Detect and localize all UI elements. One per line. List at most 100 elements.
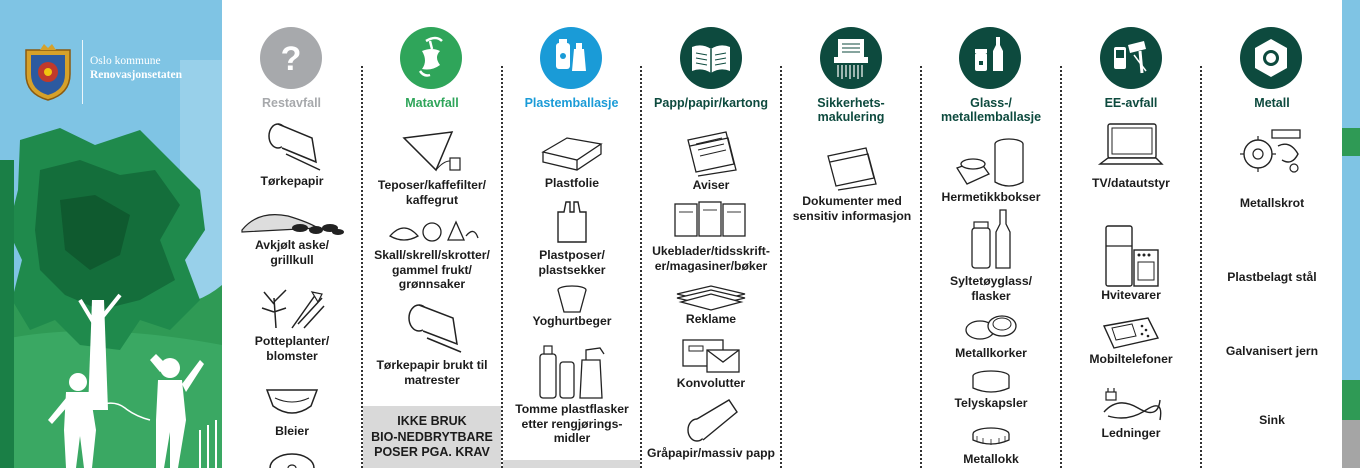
mobile-phone-icon xyxy=(1102,317,1160,349)
item-label: Telyskapsler xyxy=(954,396,1028,410)
logo-text: Oslo kommune Renovasjonsetaten xyxy=(90,54,182,82)
list-item: Tomme plastflasker etter rengjørings- mi… xyxy=(507,340,637,446)
column-sikkerhetsmakulering: Sikkerhets- makulering Dokumenter med se… xyxy=(782,0,920,468)
list-item: Bleier xyxy=(232,384,352,439)
diaper-icon xyxy=(265,389,319,414)
list-item: Mobiltelefoner xyxy=(1066,314,1196,367)
tree-scenery-illustration xyxy=(0,0,222,468)
oslo-kommune-logo: Oslo kommune Renovasjonsetaten xyxy=(22,40,217,106)
left-scenery-panel: Oslo kommune Renovasjonsetaten xyxy=(0,0,222,468)
column-separator xyxy=(920,66,922,468)
column-title: Papp/papir/kartong xyxy=(654,96,768,110)
list-item: Galvanisert jern xyxy=(1206,344,1338,359)
item-label: Gråpapir/massiv papp xyxy=(646,446,776,460)
list-item: Hermetikkbokser xyxy=(926,134,1056,205)
column-title: Restavfall xyxy=(261,96,322,110)
column-restavfall: ? Restavfall Tørkepapir Avkjølt aske/ gr… xyxy=(222,0,361,468)
list-item: TV/datautstyr xyxy=(1066,120,1196,191)
plastic-film-icon xyxy=(541,137,603,171)
item-label: Metallkorker xyxy=(955,346,1027,360)
item-label: Teposer/kaffefilter/ kaffegrut xyxy=(377,178,487,207)
list-item: Potteplanter/ blomster xyxy=(232,284,352,363)
list-item: Telyskapsler xyxy=(926,368,1056,411)
item-label: Plastbelagt stål xyxy=(1227,270,1317,284)
list-item: Konvolutter xyxy=(646,336,776,391)
column-separator xyxy=(501,66,503,468)
item-label: Sink xyxy=(1259,413,1285,427)
item-label: Ledninger xyxy=(1101,426,1161,440)
plastic-bottles-icon xyxy=(540,27,602,89)
brand-line-2: Renovasjonsetaten xyxy=(90,69,182,81)
shredder-icon xyxy=(820,27,882,89)
column-separator xyxy=(640,66,642,468)
item-label: Dokumenter med sensitiv informasjon xyxy=(792,194,912,223)
detergent-bottles-icon xyxy=(539,345,605,399)
metal-caps-icon xyxy=(965,315,1017,340)
column-separator xyxy=(1200,66,1202,468)
item-label: Tomme plastflasker etter rengjørings- mi… xyxy=(515,402,629,445)
item-label: Reklame xyxy=(685,312,737,326)
notice-box: IKKE BRUK BIO-NEDBRYTBARE POSER PGA. KRA… xyxy=(363,406,501,468)
electronics-icon xyxy=(1100,27,1162,89)
item-label: Aviser xyxy=(692,178,730,192)
brand-line-1: Oslo kommune xyxy=(90,55,161,67)
scrap-metal-icon xyxy=(1240,129,1301,173)
list-item: Skall/skrell/skrotter/ gammel frukt/ grø… xyxy=(367,216,497,292)
notice-line: IKKE BRUK xyxy=(397,414,467,428)
flyers-icon xyxy=(676,285,746,311)
column-separator xyxy=(780,66,782,468)
column-title: EE-avfall xyxy=(1104,96,1158,110)
item-label: Tørkepapir xyxy=(260,174,324,188)
column-metall: Metall Metallskrot Plastbelagt stål Galv… xyxy=(1202,0,1342,468)
envelope-icon xyxy=(682,339,740,373)
item-label: TV/datautstyr xyxy=(1092,176,1170,190)
list-item: Sink xyxy=(1206,413,1338,428)
tealight-cup-icon xyxy=(972,370,1010,393)
column-separator xyxy=(1060,66,1062,468)
magazines-icon xyxy=(674,201,746,237)
item-label: Potteplanter/ blomster xyxy=(254,334,330,363)
question-mark-icon: ? xyxy=(260,27,322,89)
list-item: Ledninger xyxy=(1066,386,1196,441)
column-title: Metall xyxy=(1254,96,1290,110)
yoghurt-cup-icon xyxy=(557,285,587,313)
item-label: Tørkepapir brukt til matrester xyxy=(376,358,488,387)
list-item: Gråpapir/massiv papp xyxy=(646,394,776,461)
item-label: Metallskrot xyxy=(1239,196,1305,210)
list-item: Hvitevarer xyxy=(1066,222,1196,303)
tin-cans-icon xyxy=(956,138,1024,187)
gray-bar xyxy=(503,460,640,468)
list-item: Plastfolie xyxy=(507,130,637,191)
hex-nut-icon xyxy=(1240,27,1302,89)
column-title: Sikkerhets- makulering xyxy=(817,96,885,124)
potted-plant-icon xyxy=(261,289,325,329)
newspapers-icon xyxy=(687,131,737,177)
laptop-icon xyxy=(1097,123,1164,165)
list-item: Metallskrot xyxy=(1206,196,1338,211)
jars-bottle-icon xyxy=(959,27,1021,89)
ash-charcoal-icon xyxy=(241,214,344,235)
sorting-columns: ? Restavfall Tørkepapir Avkjølt aske/ gr… xyxy=(222,0,1342,468)
column-title: Matavfall xyxy=(405,96,459,110)
column-separator xyxy=(361,66,363,468)
list-item: Tørkepapir xyxy=(232,120,352,189)
plastic-bag-icon xyxy=(557,201,587,243)
list-item: Plastposer/ plastsekker xyxy=(507,200,637,277)
list-item: Syltetøyglass/ flasker xyxy=(926,206,1056,303)
list-item: Reklame xyxy=(646,282,776,327)
list-item: Ukeblader/tidsskrift- er/magasiner/bøker xyxy=(646,198,776,273)
item-label: Ukeblader/tidsskrift- er/magasiner/bøker xyxy=(652,244,770,273)
list-item: Plastbelagt stål xyxy=(1206,270,1338,285)
fridge-stove-icon xyxy=(1105,225,1159,287)
list-item: Metallokk xyxy=(926,424,1056,467)
list-item: Metallkorker xyxy=(926,310,1056,361)
svg-text:?: ? xyxy=(281,40,302,78)
logo-divider xyxy=(82,40,83,104)
column-glass-metall: Glass-/ metallemballasje Hermetikkbokser… xyxy=(922,0,1060,468)
item-label: Plastposer/ plastsekker xyxy=(538,248,606,277)
item-label: Metallokk xyxy=(963,452,1019,466)
metal-lid-icon xyxy=(972,427,1010,445)
tea-bag-filter-icon xyxy=(402,131,461,172)
item-label: Skall/skrell/skrotter/ gammel frukt/ grø… xyxy=(374,248,490,291)
notice-line: BIO-NEDBRYTBARE xyxy=(371,429,493,444)
